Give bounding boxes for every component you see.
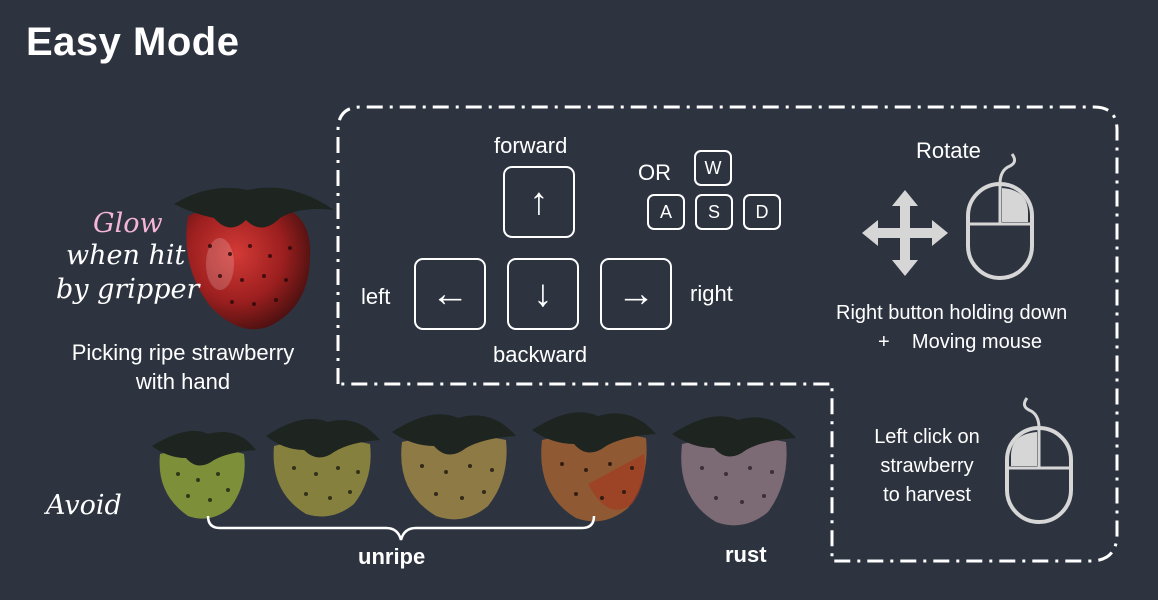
- ripe-strawberry-image: [174, 187, 334, 330]
- unripe-label: unripe: [358, 544, 426, 569]
- unripe-strawberry-green: [152, 430, 256, 519]
- to-harvest-label: to harvest: [883, 484, 971, 506]
- rust-strawberry: [672, 416, 796, 526]
- unripe-strawberry-tan: [392, 414, 516, 520]
- unripe-strawberry-olive: [266, 419, 380, 517]
- left-click-label: Left click on: [874, 426, 980, 448]
- up-arrow-key[interactable]: ↑: [503, 166, 575, 238]
- left-label: left: [361, 284, 391, 309]
- moving-mouse-label: + Moving mouse: [878, 331, 1042, 353]
- right-arrow-key[interactable]: →: [600, 258, 672, 330]
- d-key[interactable]: D: [743, 194, 781, 230]
- move-arrows-icon: [862, 190, 948, 276]
- glow-label: Glow: [93, 208, 163, 239]
- by-gripper-label: by gripper: [56, 274, 200, 305]
- or-label: OR: [638, 160, 671, 185]
- down-arrow-key[interactable]: ↓: [507, 258, 579, 330]
- forward-label: forward: [494, 133, 568, 158]
- picking-label: Picking ripe strawberry: [71, 340, 295, 365]
- right-label: right: [690, 281, 733, 306]
- rust-label: rust: [725, 542, 767, 567]
- left-button-mouse-icon: [1005, 397, 1073, 524]
- backward-label: backward: [493, 342, 588, 367]
- unripe-brace: [206, 515, 596, 541]
- strawberry-label: strawberry: [880, 455, 974, 477]
- w-key[interactable]: W: [694, 150, 732, 186]
- with-hand-label: with hand: [135, 369, 231, 394]
- s-key[interactable]: S: [695, 194, 733, 230]
- when-hit-label: when hit: [66, 240, 186, 271]
- right-button-label: Right button holding down: [836, 302, 1068, 324]
- right-button-mouse-icon: [966, 153, 1034, 280]
- page-title: Easy Mode: [26, 20, 240, 64]
- unripe-strawberry-orange: [532, 412, 656, 522]
- left-arrow-key[interactable]: ←: [414, 258, 486, 330]
- rotate-label: Rotate: [916, 138, 981, 163]
- avoid-label: Avoid: [46, 490, 122, 521]
- a-key[interactable]: A: [647, 194, 685, 230]
